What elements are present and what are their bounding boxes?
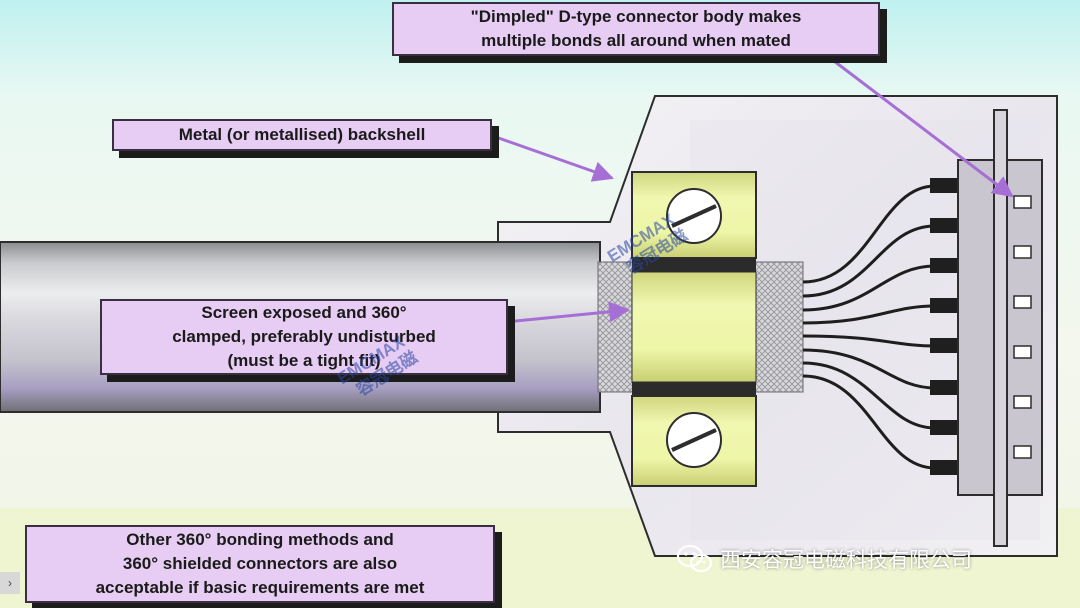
pin-blocks xyxy=(930,178,960,475)
callout-connector-body-line2: multiple bonds all around when mated xyxy=(481,31,791,50)
callout-other-methods-line1: Other 360° bonding methods and xyxy=(126,530,394,549)
company-name: 西安容冠电磁科技有限公司 xyxy=(720,549,972,572)
callout-other-methods-line3: acceptable if basic requirements are met xyxy=(95,578,425,597)
callout-backshell-line1: Metal (or metallised) backshell xyxy=(178,125,426,144)
callout-connector-body-line1: "Dimpled" D-type connector body makes xyxy=(470,7,802,26)
next-arrow-button[interactable]: › xyxy=(0,572,20,594)
callout-other-methods: Other 360° bonding methods and 360° shie… xyxy=(25,525,495,603)
clamp-upper-band xyxy=(632,258,756,272)
connector-flange xyxy=(993,109,1008,547)
wechat-icon xyxy=(676,544,713,573)
clamp-lower-band xyxy=(632,382,756,396)
company-footer: 西安容冠电磁科技有限公司 xyxy=(676,542,972,576)
screw-bottom xyxy=(666,412,722,468)
screw-top xyxy=(666,188,722,244)
pointer-screen xyxy=(505,301,631,324)
callout-screen-line2: clamped, preferably undisturbed xyxy=(172,327,436,346)
callout-connector-body: "Dimpled" D-type connector body makes mu… xyxy=(392,2,880,56)
callout-screen-line1: Screen exposed and 360° xyxy=(201,303,407,322)
callout-screen: Screen exposed and 360° clamped, prefera… xyxy=(100,299,508,375)
clamp-core xyxy=(631,271,757,383)
pointer-connector-body xyxy=(829,56,1014,198)
wires xyxy=(802,184,936,470)
chevron-right-icon: › xyxy=(8,576,12,590)
pointer-backshell xyxy=(489,133,614,182)
contact-windows xyxy=(1013,195,1032,459)
callout-screen-line3: (must be a tight fit) xyxy=(227,351,381,370)
callout-other-methods-line2: 360° shielded connectors are also xyxy=(122,554,398,573)
callout-backshell: Metal (or metallised) backshell xyxy=(112,119,492,151)
